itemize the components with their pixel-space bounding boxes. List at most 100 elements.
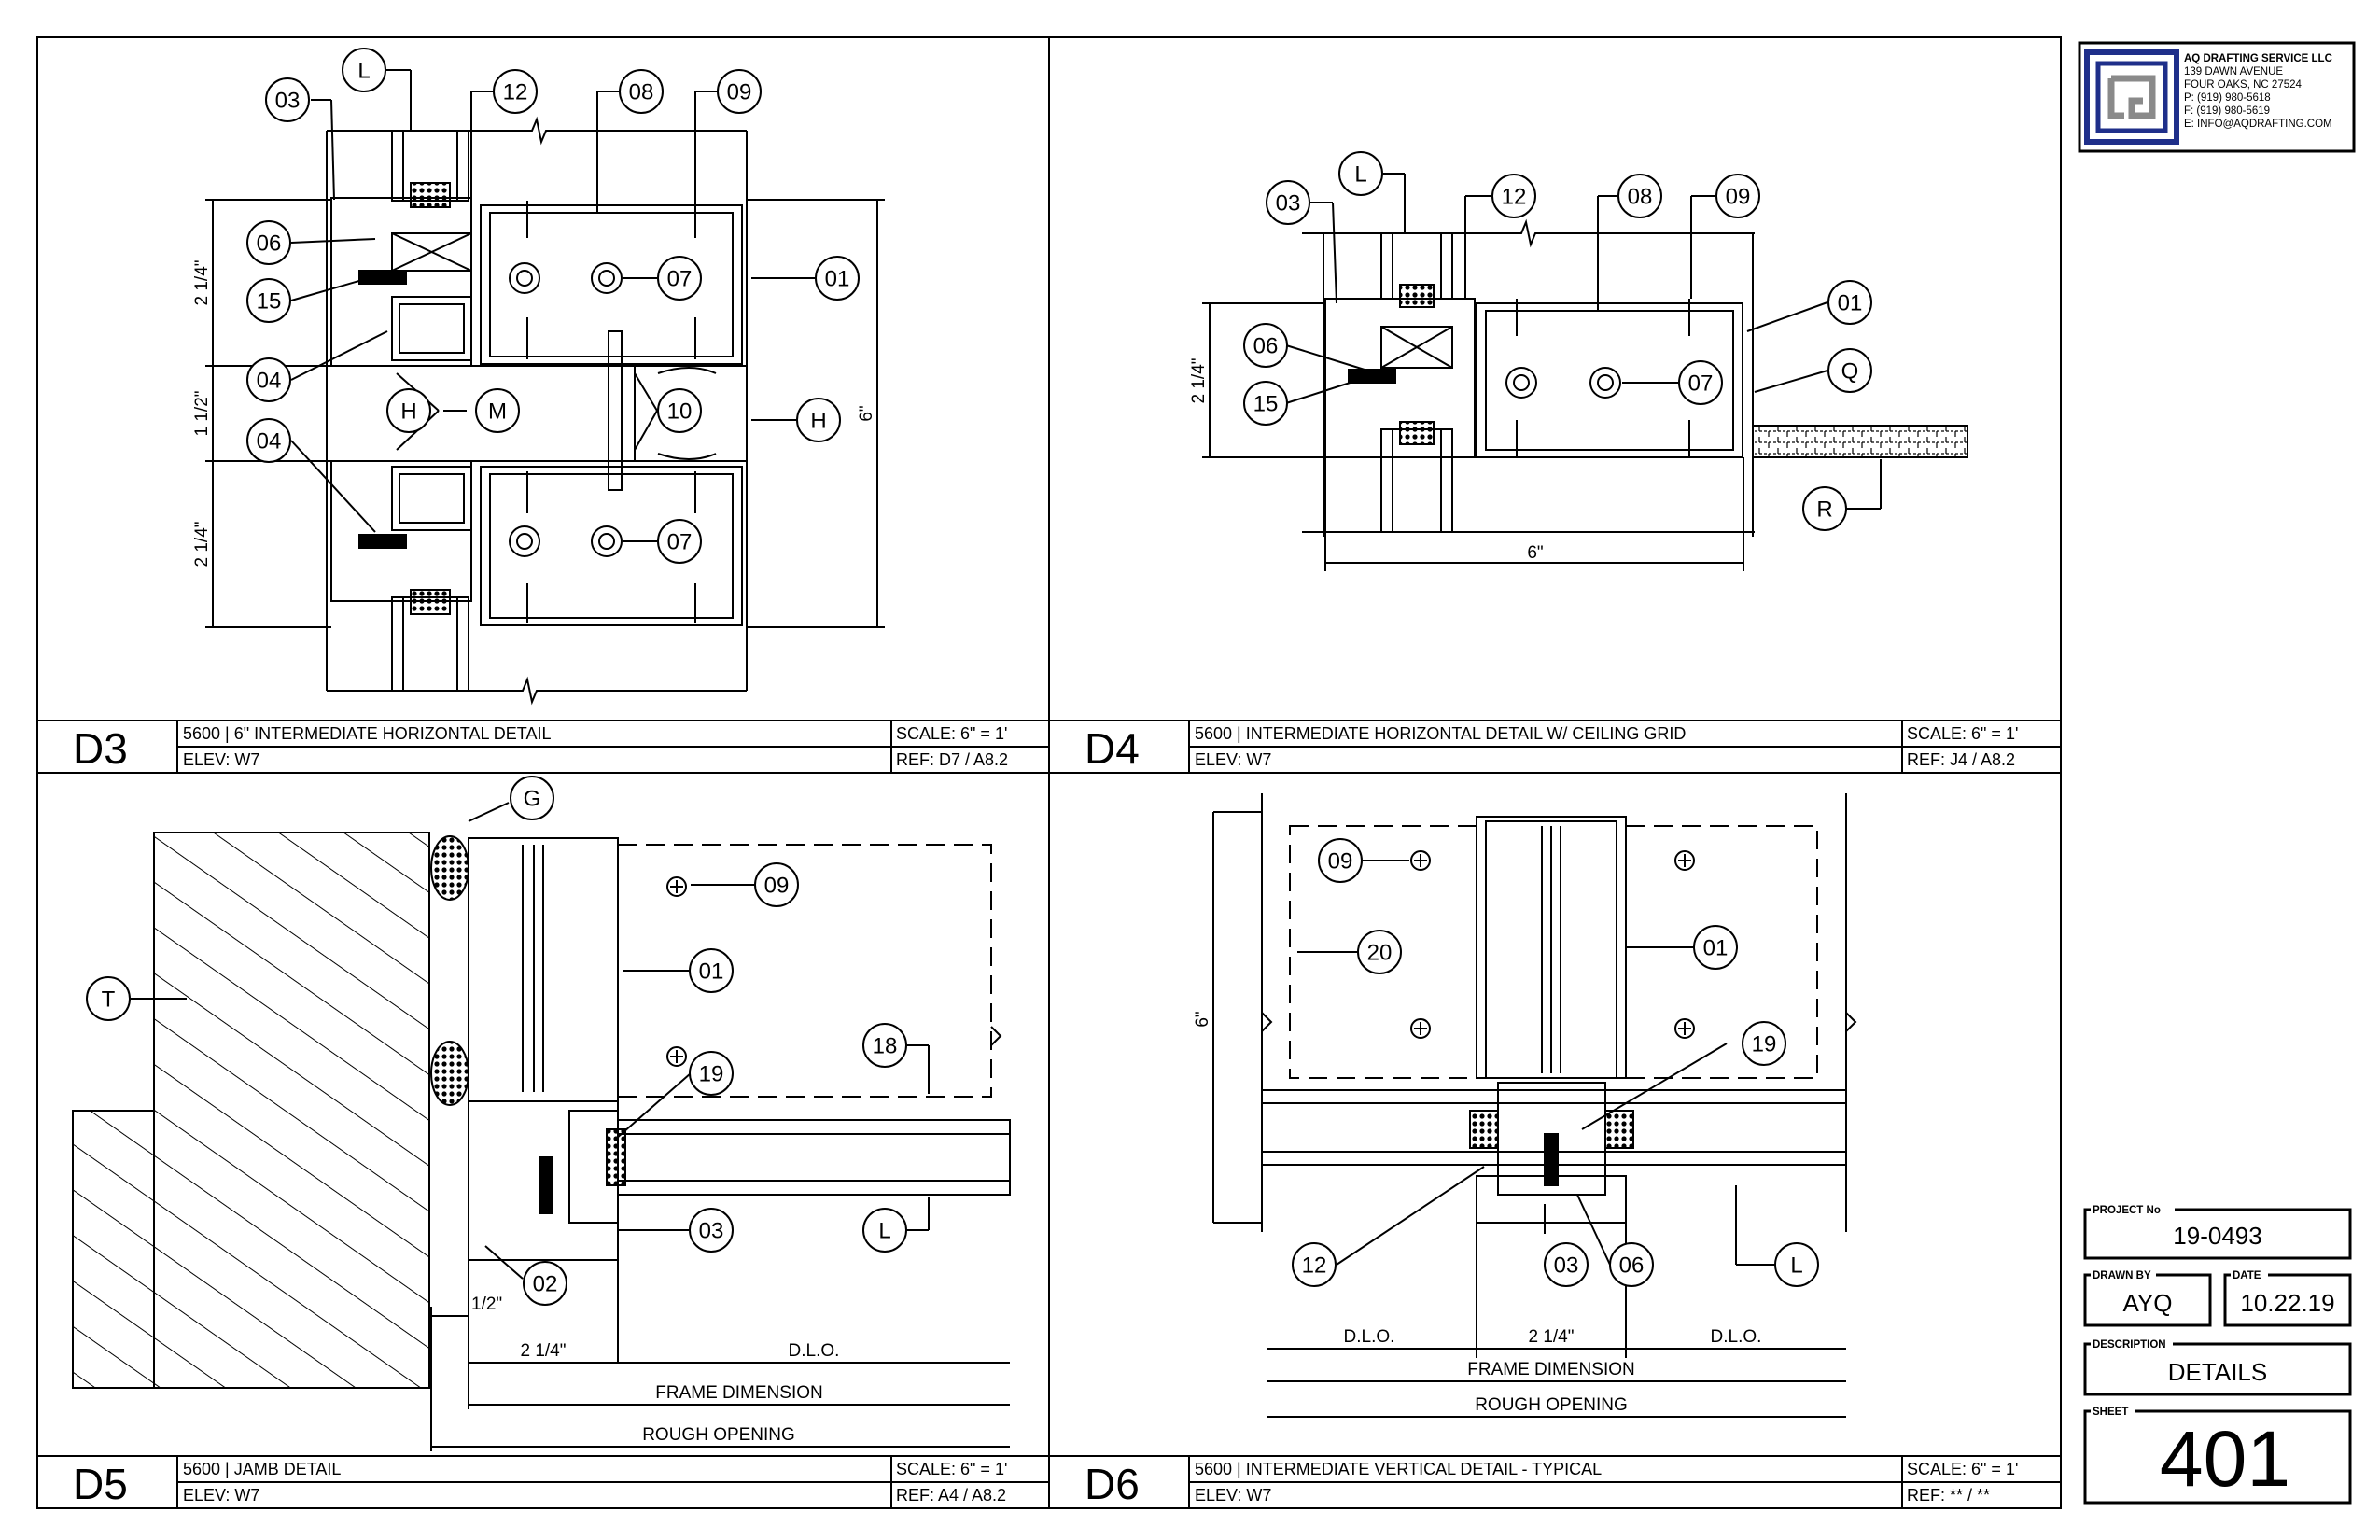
callout-12: 12	[1491, 174, 1536, 218]
svg-text:10: 10	[667, 399, 693, 425]
svg-text:12: 12	[503, 80, 528, 105]
dim-d6-height: 6"	[1193, 1011, 1212, 1027]
company-address1: 139 DAWN AVENUE	[2184, 66, 2283, 77]
dim-d5-dlo: D.L.O.	[789, 1341, 840, 1361]
callout-h: H	[386, 388, 431, 433]
svg-text:07: 07	[667, 267, 693, 292]
company-fax: F: (919) 980-5619	[2184, 105, 2270, 117]
callout-18: 18	[862, 1023, 907, 1068]
screw-head-icon	[1410, 850, 1431, 871]
detail-d3-drawing	[205, 69, 885, 706]
svg-text:04: 04	[257, 369, 282, 394]
callout-07: 07	[657, 519, 702, 564]
date-label: DATE	[2233, 1270, 2261, 1281]
callout-01: 01	[1693, 925, 1738, 970]
screw-head-icon	[666, 876, 687, 897]
drawn-by-box: DRAWN BY AYQ	[2083, 1269, 2212, 1327]
detail-id-d5: D5	[73, 1460, 128, 1508]
bolt-icon	[591, 262, 623, 294]
dim-d3-overall: 6"	[857, 405, 876, 421]
dim-d6-frame-dimension: FRAME DIMENSION	[1467, 1360, 1634, 1379]
detail-scale-d3: SCALE: 6" = 1'	[896, 724, 1007, 743]
detail-d5-callouts: G T 09 01 18 19 03 L 02	[86, 776, 907, 1306]
project-number-box: PROJECT No 19-0493	[2083, 1204, 2352, 1260]
svg-text:01: 01	[1838, 291, 1863, 316]
detail-ref-d5: REF: A4 / A8.2	[896, 1486, 1006, 1505]
title-strip-d3: D3 5600 | 6" INTERMEDIATE HORIZONTAL DET…	[36, 720, 1050, 774]
svg-text:15: 15	[1253, 392, 1279, 417]
company-address2: FOUR OAKS, NC 27524	[2184, 79, 2303, 91]
detail-d3-callouts: 03 L 12 08 09 06 15 07 01 04 H M 10 H 04…	[246, 48, 860, 564]
svg-text:01: 01	[1703, 936, 1729, 961]
title-strip-d5: D5 5600 | JAMB DETAIL ELEV: W7 SCALE: 6"…	[36, 1455, 1050, 1509]
callout-01: 01	[1827, 280, 1872, 325]
callout-l: L	[862, 1208, 907, 1253]
company-name: AQ DRAFTING SERVICE LLC	[2184, 53, 2332, 64]
detail-ref-d4: REF: J4 / A8.2	[1907, 750, 2015, 769]
dim-d5-frame: 2 1/4"	[520, 1341, 566, 1361]
detail-d3-labels: 2 1/4" 1 1/2" 2 1/4" 6"	[192, 259, 876, 567]
svg-text:20: 20	[1367, 941, 1393, 966]
svg-text:08: 08	[629, 80, 654, 105]
detail-d4-callouts: L 03 12 08 09 01 Q 06 07 15 R	[1243, 151, 1872, 531]
bolt-icon	[591, 525, 623, 557]
callout-09: 09	[1318, 838, 1363, 883]
detail-title-d5: 5600 | JAMB DETAIL	[183, 1460, 341, 1478]
screw-head-icon	[1674, 1018, 1695, 1039]
svg-text:03: 03	[1554, 1253, 1579, 1279]
detail-id-d3: D3	[73, 724, 128, 773]
detail-d5-drawing	[72, 802, 1011, 1451]
svg-text:01: 01	[699, 959, 724, 985]
dim-d3-top: 2 1/4"	[192, 259, 212, 305]
date-value: 10.22.19	[2240, 1289, 2334, 1317]
callout-07: 07	[657, 256, 702, 301]
callout-03: 03	[1266, 180, 1310, 225]
callout-01: 01	[815, 256, 860, 301]
svg-text:R: R	[1816, 497, 1832, 523]
svg-text:09: 09	[727, 80, 752, 105]
detail-ref-d6: REF: ** / **	[1907, 1486, 1990, 1505]
title-strip-d6: D6 5600 | INTERMEDIATE VERTICAL DETAIL -…	[1048, 1455, 2062, 1509]
svg-text:19: 19	[1752, 1032, 1777, 1057]
detail-elev-d5: ELEV: W7	[183, 1486, 259, 1505]
svg-text:09: 09	[1328, 849, 1353, 875]
bolt-icon	[1589, 367, 1621, 399]
screw-icon	[1544, 1133, 1559, 1186]
svg-text:03: 03	[275, 89, 301, 114]
project-number-label: PROJECT No	[2093, 1205, 2161, 1216]
dim-d6-dlo-right: D.L.O.	[1711, 1327, 1762, 1347]
detail-ref-d3: REF: D7 / A8.2	[896, 750, 1008, 769]
callout-01: 01	[689, 948, 734, 993]
detail-elev-d4: ELEV: W7	[1195, 750, 1271, 769]
date-box: DATE 10.22.19	[2223, 1269, 2352, 1327]
detail-id-d6: D6	[1085, 1460, 1140, 1508]
callout-06: 06	[246, 220, 291, 265]
title-strip-d4: D4 5600 | INTERMEDIATE HORIZONTAL DETAIL…	[1048, 720, 2062, 774]
svg-text:12: 12	[1302, 1253, 1327, 1279]
svg-text:09: 09	[764, 874, 790, 899]
svg-text:H: H	[810, 409, 826, 434]
screw-icon	[539, 1156, 553, 1214]
callout-15: 15	[1243, 381, 1288, 426]
callout-09: 09	[1715, 174, 1760, 218]
callout-09: 09	[717, 69, 762, 114]
svg-text:L: L	[357, 59, 370, 84]
callout-04: 04	[246, 418, 291, 463]
svg-text:07: 07	[667, 530, 693, 555]
svg-text:L: L	[1790, 1253, 1802, 1279]
svg-text:H: H	[400, 399, 416, 425]
callout-03: 03	[689, 1208, 734, 1253]
svg-text:18: 18	[873, 1034, 898, 1059]
dim-d6-mull: 2 1/4"	[1528, 1327, 1574, 1347]
screw-icon	[358, 534, 407, 549]
callout-10: 10	[657, 388, 702, 433]
callout-06: 06	[1243, 323, 1288, 368]
bolt-icon	[509, 262, 540, 294]
callout-06: 06	[1609, 1242, 1654, 1287]
svg-text:02: 02	[533, 1272, 558, 1297]
detail-d4-drawing	[1202, 173, 1968, 571]
detail-d6-callouts: 09 20 01 19 12 03 06 L	[1292, 838, 1819, 1287]
screw-head-icon	[1410, 1018, 1431, 1039]
callout-19: 19	[1742, 1021, 1786, 1066]
